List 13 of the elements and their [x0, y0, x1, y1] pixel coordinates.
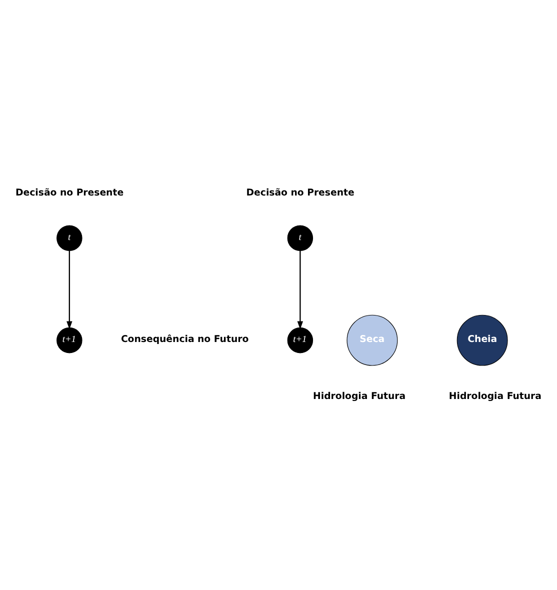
node-label: Decisão no Presente [246, 187, 354, 198]
arrow [297, 250, 304, 329]
label: Consequência no Futuro [120, 333, 249, 344]
node-circle: Cheia [456, 314, 508, 366]
node-label: Hidrologia Futura [313, 390, 406, 402]
node-circle: t+1 [287, 326, 314, 353]
node-circle: t+1 [56, 326, 82, 353]
node-circle: t [56, 224, 82, 250]
node-circle: Seca [346, 314, 398, 366]
node-label: Hidrologia Futura [448, 390, 542, 402]
arrow [66, 250, 72, 329]
node-circle: t [287, 224, 314, 250]
node-label: Decisão no Presente [16, 187, 124, 198]
